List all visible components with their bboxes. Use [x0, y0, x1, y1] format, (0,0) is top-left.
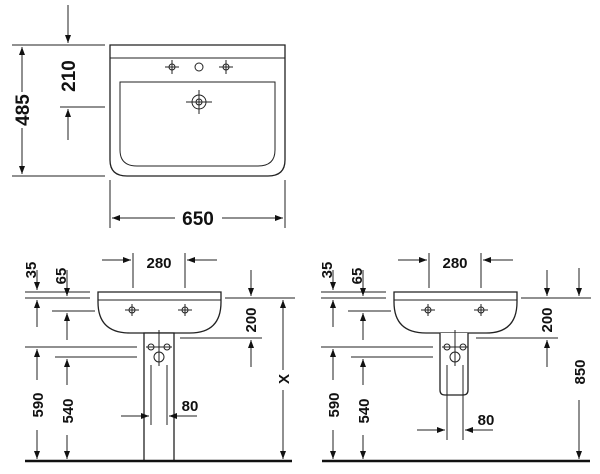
- mounting-height-dimension: 850: [572, 359, 589, 384]
- pedestal-width-dimension: 80: [182, 398, 199, 415]
- front-view-semi-pedestal: 280 35 65 200 850 590 540 80: [319, 253, 591, 463]
- drain-offset-dimension: 210: [59, 60, 80, 92]
- waste-height-dimension: 540: [356, 398, 373, 423]
- basin-front: [97, 291, 222, 334]
- depth-dimension: 485: [13, 94, 34, 126]
- width-dimension: 650: [182, 209, 214, 230]
- basin-outline: [109, 44, 286, 177]
- tap-hole-icons: [165, 60, 233, 74]
- mounting-height-dimension: X: [276, 374, 293, 384]
- bowl-height-dimension: 200: [243, 307, 260, 332]
- drain-icon: [186, 90, 212, 114]
- basin-bowl: [119, 81, 276, 167]
- top-view: 485 210 650: [12, 5, 286, 230]
- tap-icons: [125, 304, 192, 316]
- supply-height-dimension: 590: [30, 392, 47, 417]
- supply-height-dimension: 590: [326, 392, 343, 417]
- overflow-dimension: 65: [349, 268, 366, 285]
- basin-front: [393, 291, 518, 334]
- bowl-height-dimension: 200: [539, 307, 556, 332]
- waste-height-dimension: 540: [60, 398, 77, 423]
- tap-icons: [421, 304, 488, 316]
- waste-fitting-icon: [442, 330, 468, 366]
- rim-dimension: 35: [319, 262, 336, 279]
- pedestal-width-dimension: 80: [478, 412, 495, 429]
- rim-dimension: 35: [23, 262, 40, 279]
- tap-spacing-dimension: 280: [442, 255, 467, 272]
- tap-spacing-dimension: 280: [146, 255, 171, 272]
- semi-pedestal: [439, 333, 469, 396]
- waste-fitting-icon: [146, 330, 172, 366]
- front-view-pedestal: 280 35 65 200 X 590 540 80: [23, 253, 295, 463]
- overflow-dimension: 65: [53, 268, 70, 285]
